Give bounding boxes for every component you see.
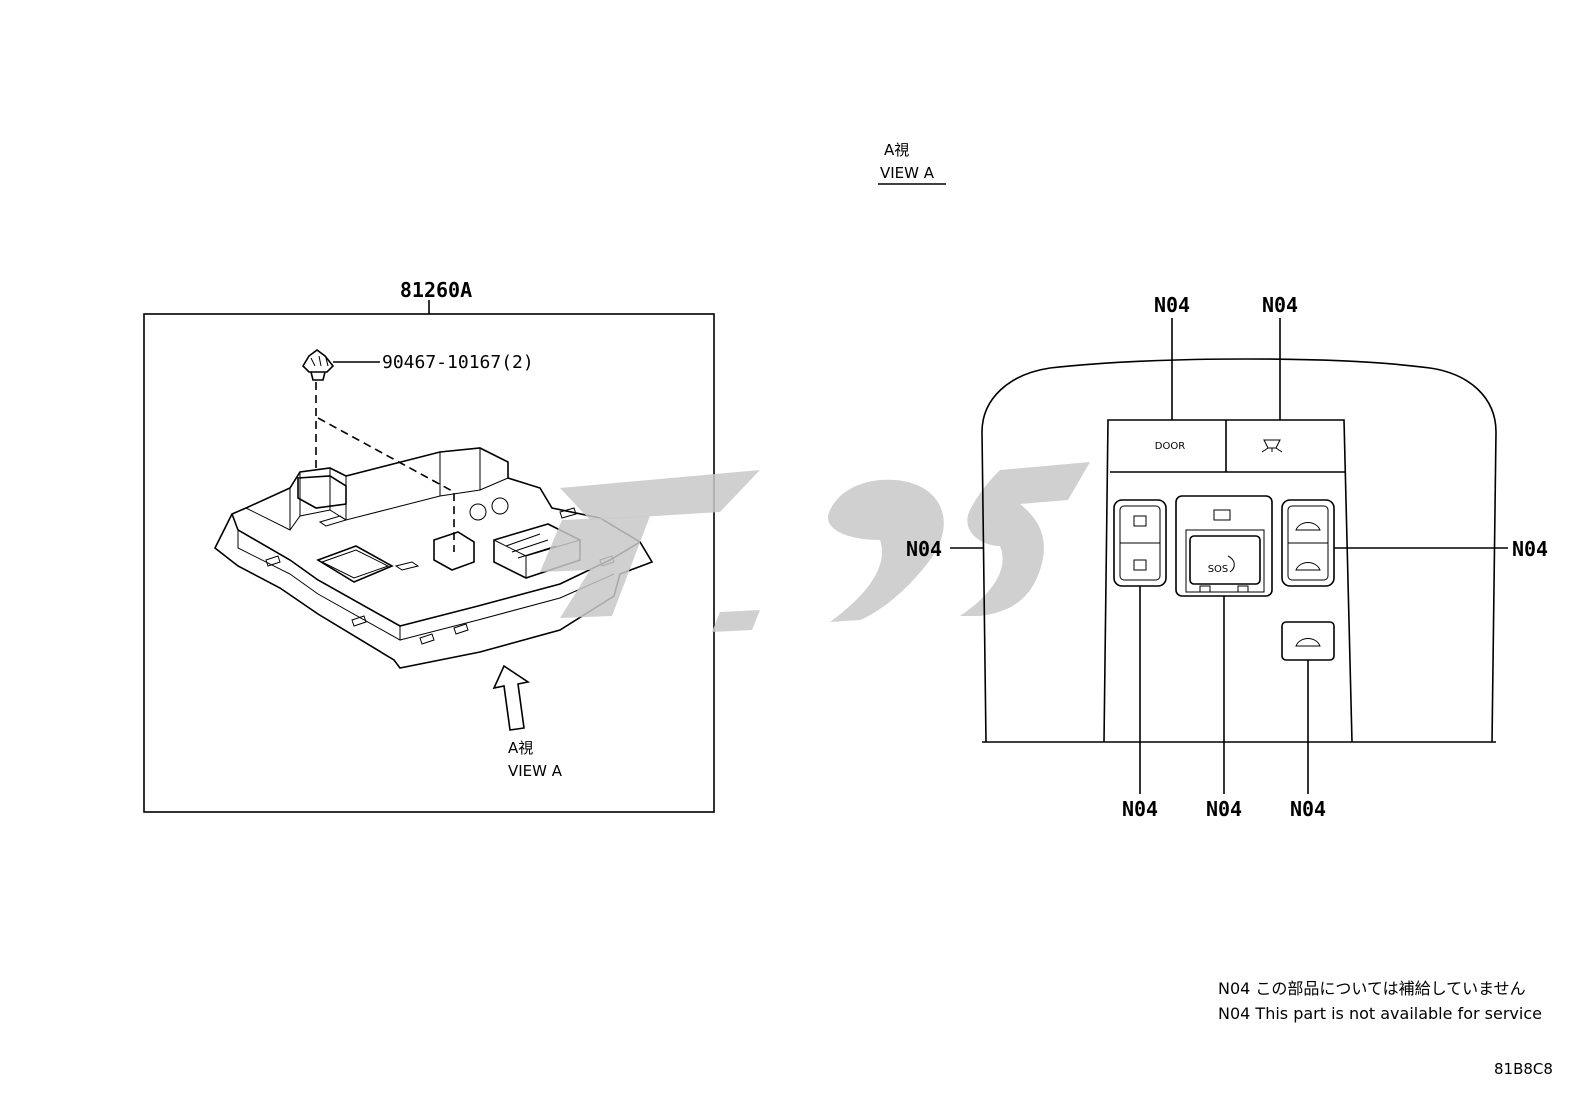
sos-button-label: SOS <box>1208 564 1229 575</box>
callout-n04: N04 <box>906 537 942 561</box>
button-icon <box>1133 515 1147 527</box>
clip-part-number: 90467-10167(2) <box>382 352 534 373</box>
callout-n04: N04 <box>1206 797 1242 821</box>
callout-n04: N04 <box>1512 537 1548 561</box>
view-a-arrow-icon <box>492 664 531 731</box>
note-japanese: N04 この部品については補給していません <box>1218 979 1526 998</box>
assembly-part-number: 81260A <box>400 278 472 302</box>
view-a-panel: A視 VIEW A DOOR SOS <box>878 141 1548 821</box>
button-icon <box>1133 559 1147 571</box>
map-light-icon <box>1261 439 1283 453</box>
callout-n04: N04 <box>1290 797 1326 821</box>
sunroof-tilt-icon <box>1295 522 1321 531</box>
callout-n04: N04 <box>1262 293 1298 317</box>
watermark-logo <box>540 462 1090 632</box>
overhead-console-drawing <box>213 447 654 669</box>
left-view-label-en: VIEW A <box>508 762 563 780</box>
callout-n04: N04 <box>1154 293 1190 317</box>
left-view-label-jp: A視 <box>508 739 533 757</box>
assist-icon <box>1213 509 1231 521</box>
sunshade-icon <box>1295 638 1321 647</box>
note-english: N04 This part is not available for servi… <box>1218 1004 1542 1023</box>
door-button-label: DOOR <box>1155 441 1185 452</box>
callout-n04: N04 <box>1122 797 1158 821</box>
sunroof-slide-icon <box>1295 562 1321 571</box>
phone-icon <box>1227 555 1235 573</box>
right-view-label-jp: A視 <box>884 141 909 159</box>
diagram-code: 81B8C8 <box>1494 1060 1553 1078</box>
assembly-panel: 81260A 90467-10167(2) <box>143 278 715 813</box>
right-view-label-en: VIEW A <box>880 164 935 182</box>
clip-icon <box>301 349 335 381</box>
